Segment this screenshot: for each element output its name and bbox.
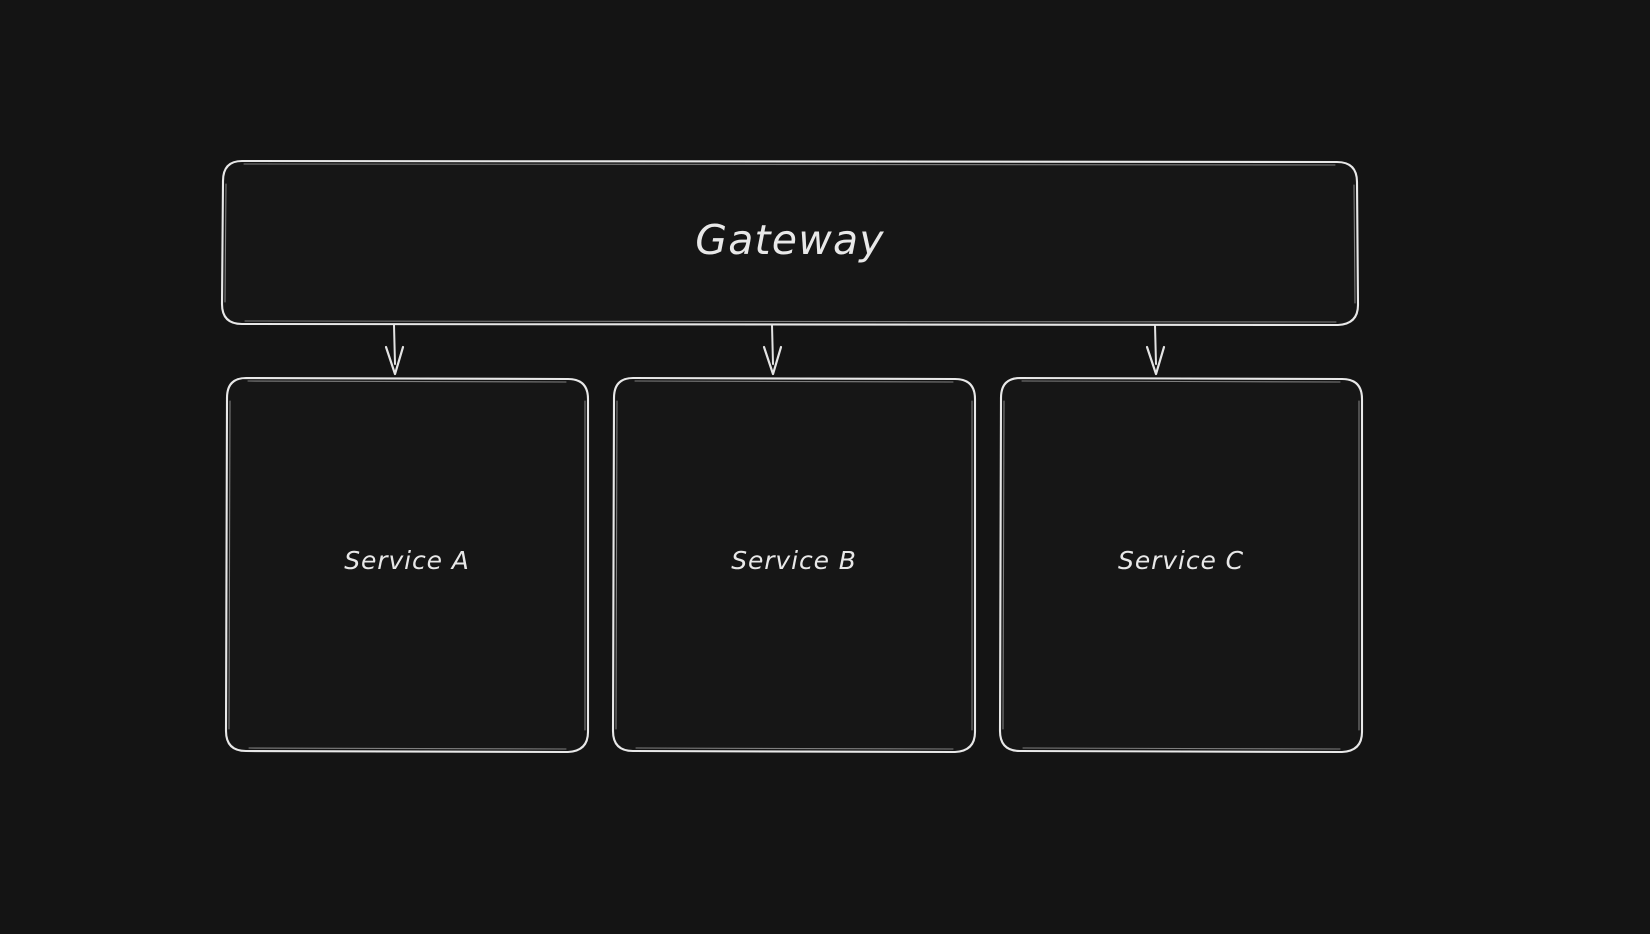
- node-service-b-shape[interactable]: [611, 376, 977, 754]
- node-service-c-label: Service C: [1118, 546, 1244, 575]
- node-service-c[interactable]: Service C: [998, 376, 1364, 754]
- node-service-a-label: Service A: [344, 546, 470, 575]
- edge-gateway-service-a-arrowhead: [384, 345, 405, 376]
- edge-gateway-service-b-arrowhead: [762, 345, 783, 376]
- node-service-b[interactable]: Service B: [611, 376, 977, 754]
- edge-gateway-service-b-line: [771, 324, 774, 365]
- node-service-c-shape[interactable]: [998, 376, 1364, 754]
- node-service-b-label: Service B: [731, 546, 857, 575]
- node-service-a-shape[interactable]: [224, 376, 590, 754]
- node-service-a-sketch-overlay: [228, 380, 586, 750]
- node-gateway-label: Gateway: [695, 216, 885, 264]
- node-service-b-sketch-overlay: [615, 380, 973, 750]
- edge-gateway-service-a[interactable]: [384, 324, 405, 376]
- edge-gateway-service-c[interactable]: [1145, 324, 1166, 376]
- node-service-a[interactable]: Service A: [224, 376, 590, 754]
- node-service-c-sketch-overlay: [1002, 380, 1360, 750]
- edge-gateway-service-c-line: [1154, 324, 1157, 365]
- node-gateway-sketch-overlay: [224, 163, 1356, 323]
- edge-gateway-service-a-line: [393, 324, 396, 365]
- node-gateway[interactable]: Gateway: [220, 159, 1360, 327]
- edge-gateway-service-b[interactable]: [762, 324, 783, 376]
- edge-gateway-service-c-arrowhead: [1145, 345, 1166, 376]
- node-gateway-shape[interactable]: [220, 159, 1360, 327]
